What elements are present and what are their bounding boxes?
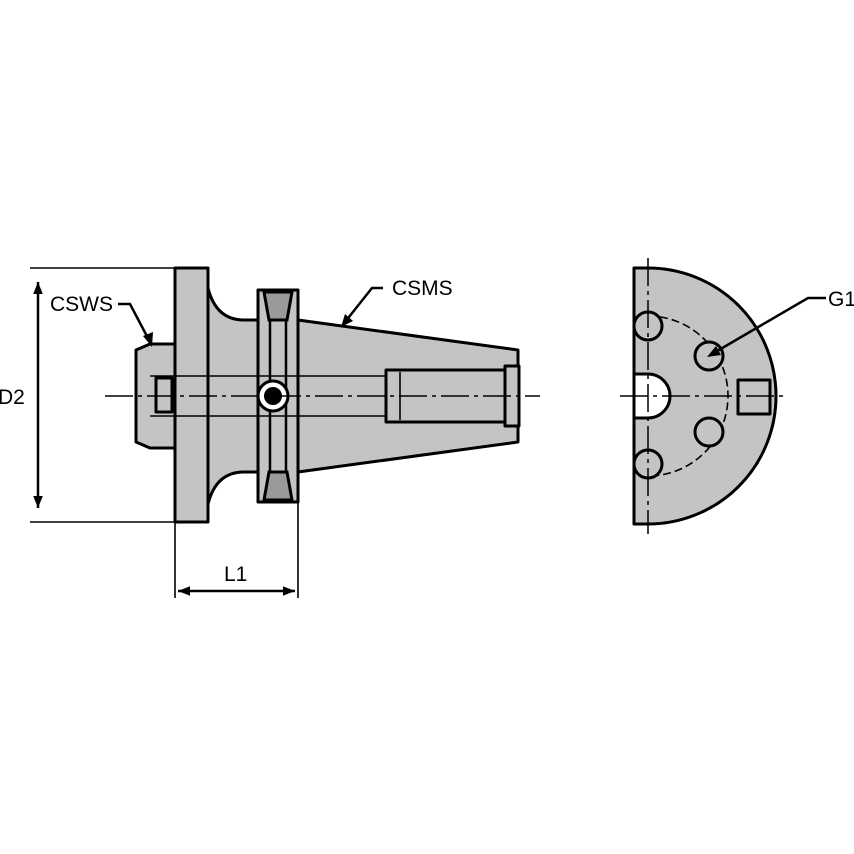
pilot-slot [154,376,174,414]
leader-csms: CSMS [341,277,453,327]
side-view [105,266,540,524]
dimension-l1: L1 [174,502,299,598]
dimension-d2: D2 [0,267,175,523]
label-csms: CSMS [392,277,453,300]
main-flange [173,266,210,524]
drive-key [736,378,772,416]
leader-csws: CSWS [50,293,153,347]
label-g1: G1 [828,288,854,311]
label-csws: CSWS [50,293,113,316]
leader-g1: G1 [707,288,854,357]
label-d2: D2 [0,386,25,409]
tapped-hole-3 [693,416,725,448]
label-l1: L1 [224,563,247,586]
end-view [620,258,786,534]
center-bore [632,372,672,420]
